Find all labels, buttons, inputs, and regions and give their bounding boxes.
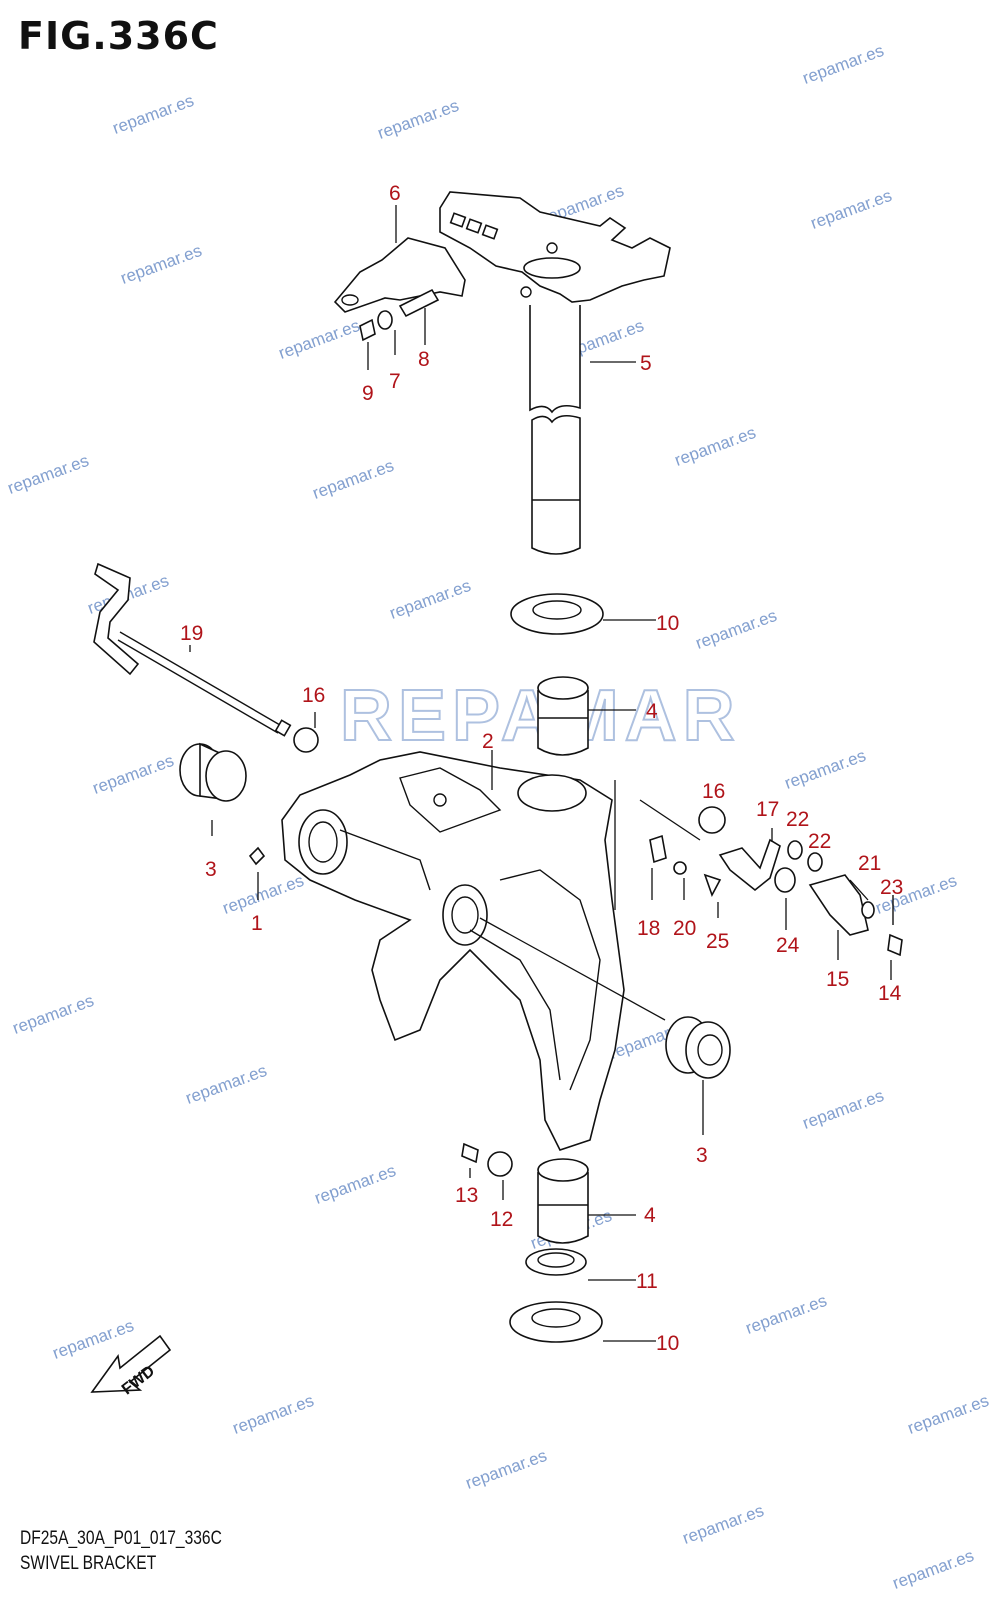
callout-label: 14 — [878, 982, 902, 1005]
callout-label: 11 — [636, 1270, 658, 1293]
callout-label: 3 — [205, 858, 217, 881]
callout-label: 20 — [673, 917, 696, 940]
callout-label: 4 — [646, 700, 658, 723]
callout-label: 23 — [880, 876, 903, 899]
steering-bracket-shaft — [439, 191, 671, 555]
callout-label: 22 — [786, 808, 809, 831]
callout-label: 7 — [389, 370, 401, 393]
swivel-bracket — [281, 751, 666, 1151]
callout-label: 12 — [490, 1208, 513, 1231]
callout-label: 8 — [418, 348, 430, 371]
callout-label: 22 — [808, 830, 831, 853]
callout-label: 13 — [455, 1184, 478, 1207]
leader-lines — [189, 205, 892, 1342]
callout-label: 18 — [637, 917, 660, 940]
figure-title: FIG.336C — [18, 14, 219, 58]
callout-label: 24 — [776, 934, 800, 957]
tilt-lever-rod — [93, 562, 292, 737]
callout-label: 2 — [482, 730, 494, 753]
callout-label: 15 — [826, 968, 849, 991]
grommets — [179, 742, 731, 1079]
callout-label: 16 — [302, 684, 325, 707]
callout-label: 5 — [640, 352, 652, 375]
callout-label: 4 — [644, 1204, 656, 1227]
callout-label: 3 — [696, 1144, 708, 1167]
callout-label: 19 — [180, 622, 203, 645]
callout-label: 25 — [706, 930, 729, 953]
callout-label: 16 — [702, 780, 725, 803]
callout-labels: 6 8 7 9 5 10 19 16 2 4 3 1 16 17 22 22 2… — [180, 182, 903, 1355]
diagram-code: DF25A_30A_P01_017_336C — [20, 1528, 222, 1549]
washers-bushings — [509, 593, 604, 1343]
callout-label: 9 — [362, 382, 374, 405]
callout-label: 10 — [656, 1332, 679, 1355]
fwd-arrow-icon: FWD — [90, 1334, 172, 1398]
callout-label: 10 — [656, 612, 679, 635]
clamp-plate — [333, 237, 466, 342]
callout-label: 1 — [251, 912, 263, 935]
small-parts — [248, 727, 903, 1177]
callout-label: 21 — [858, 852, 881, 875]
callout-label: 6 — [389, 182, 401, 205]
callout-label: 17 — [756, 798, 779, 821]
diagram-caption: SWIVEL BRACKET — [20, 1553, 157, 1574]
